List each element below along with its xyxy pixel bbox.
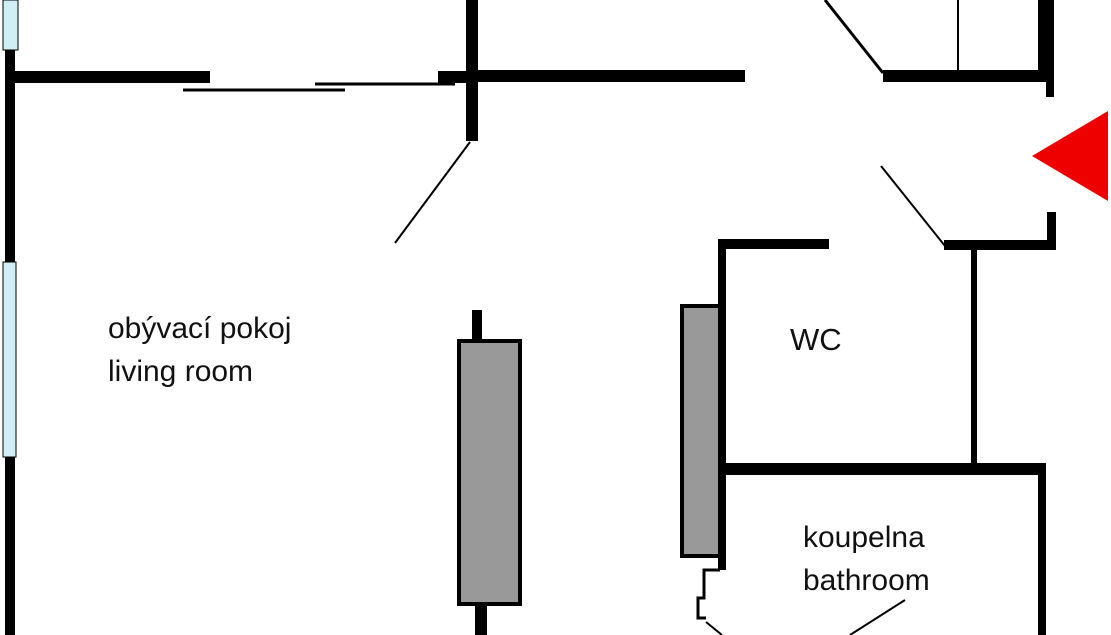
top-wall-left-segment [15,71,210,83]
bathroom-label-cs: koupelna [803,521,925,554]
window-top-left [2,0,19,51]
entrance-door-swing [880,165,946,247]
living-room-door-swing [394,141,471,244]
central-vertical-wall [466,0,478,141]
bathroom-door-swing-right [849,599,906,635]
living-room-fixture [457,339,522,606]
bathroom-door-frame [696,568,720,620]
living-room-label-cs: obývací pokoj [108,312,291,345]
right-outer-wall-stub [1046,82,1054,97]
top-wall-right-segment [470,70,745,82]
bathroom-door-swing-left [705,621,723,635]
wc-label: WC [790,322,842,357]
bathroom-label-en: bathroom [803,564,930,597]
right-outer-wall-lower-stub [1047,212,1056,244]
upper-right-room-bottom-wall [883,70,1048,82]
living-room-pillar-stub-bottom [475,604,487,635]
wc-top-right-wall [944,240,1056,250]
right-outer-wall-top [1038,0,1054,82]
wc-fixture [680,304,722,558]
wc-top-left-wall [718,239,829,249]
bathroom-right-wall [1038,463,1046,635]
upper-door-swing [823,0,885,74]
wc-right-wall [971,245,977,465]
living-room-pillar-stub-top [472,310,482,342]
entrance-arrow-icon [1032,111,1108,201]
living-room-label-en: living room [108,355,253,388]
top-wall-mid-segment [438,71,470,83]
wc-bathroom-divider [718,463,1046,475]
window-living-room [2,261,17,458]
